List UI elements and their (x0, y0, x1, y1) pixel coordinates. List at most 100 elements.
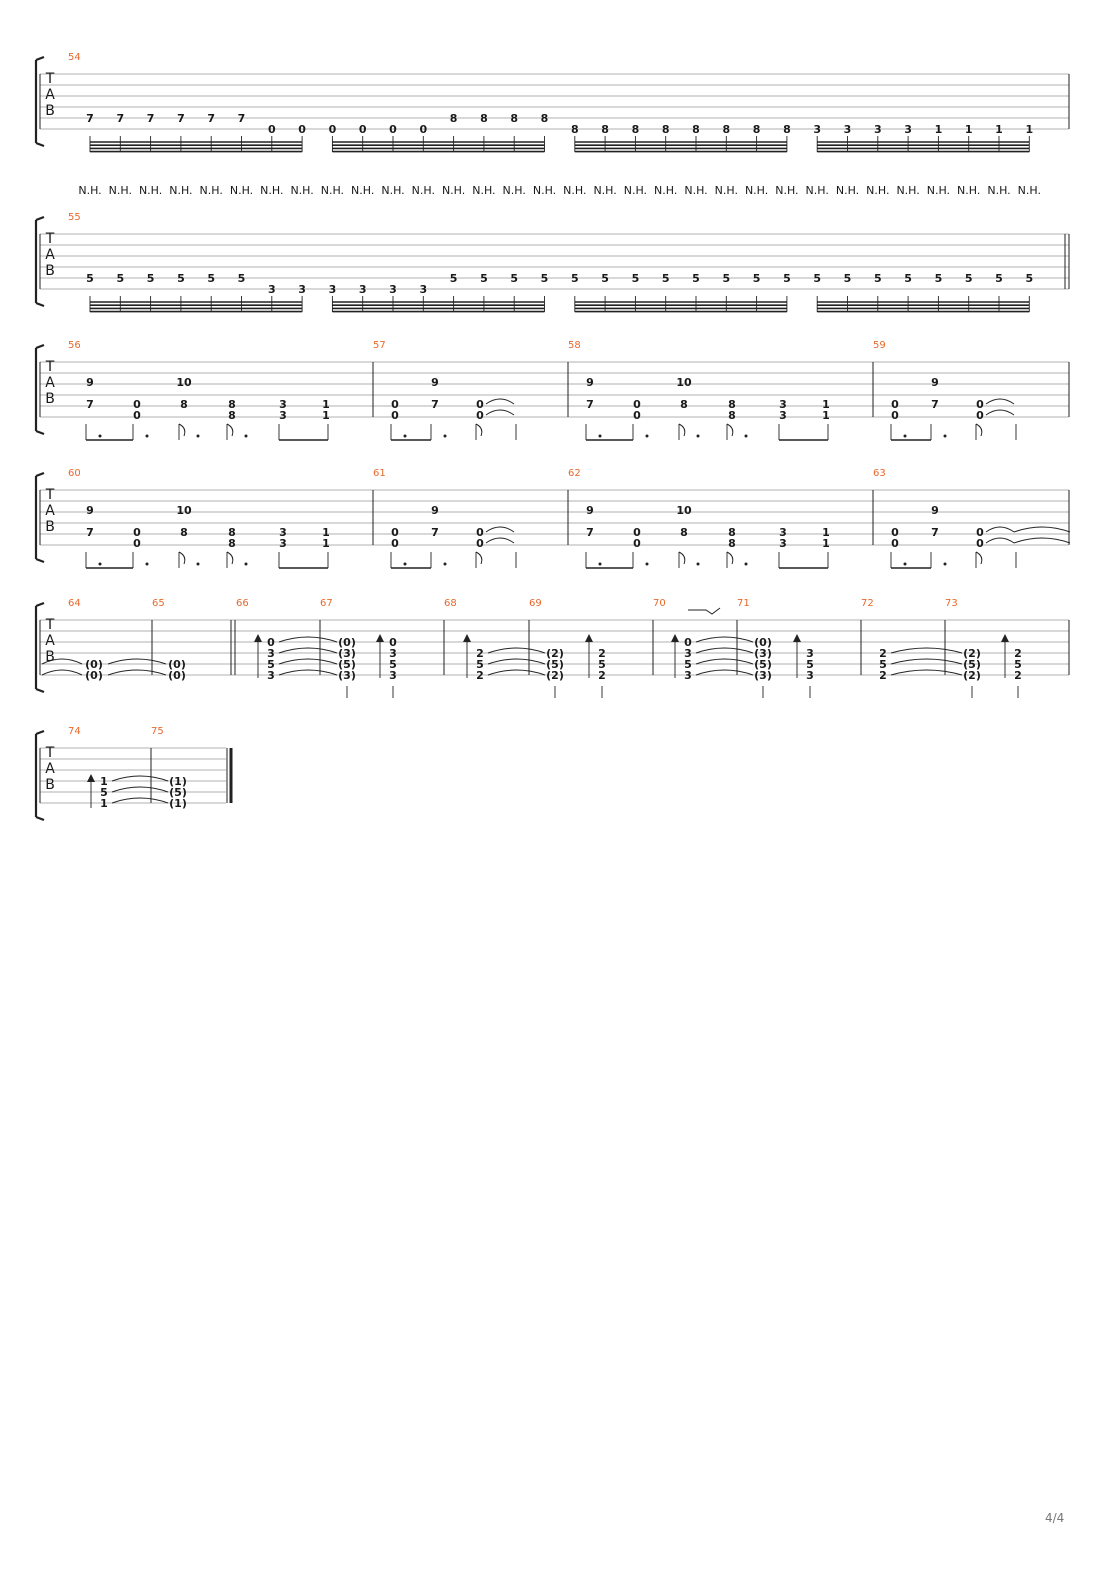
fret-number: 3 (779, 409, 787, 422)
fret-number: 3 (267, 647, 275, 660)
harmonic-label: N.H. (139, 184, 162, 197)
fret-number: (5) (754, 658, 772, 671)
measure-number: 75 (151, 726, 164, 737)
fret-number: 5 (783, 272, 791, 285)
fret-number: 3 (279, 409, 287, 422)
fret-number: 5 (598, 658, 606, 671)
flag (226, 551, 234, 565)
fret-number: (5) (546, 658, 564, 671)
fret-number: 2 (476, 669, 484, 682)
fret-number: 9 (431, 376, 439, 389)
fret-number: 3 (389, 647, 397, 660)
tab-clef-t: T (45, 745, 55, 761)
measure-number: 58 (568, 340, 581, 351)
fret-number: 7 (147, 112, 155, 125)
fret-number: 7 (238, 112, 246, 125)
fret-number: 7 (86, 526, 94, 539)
harmonic-label: N.H. (200, 184, 223, 197)
fret-number: 0 (633, 398, 641, 411)
fret-number: 3 (279, 398, 287, 411)
measure-number: 69 (529, 598, 542, 609)
measure-number: 70 (653, 598, 666, 609)
fret-number: 0 (976, 526, 984, 539)
fret-number: 2 (598, 669, 606, 682)
fret-number: 3 (813, 123, 821, 136)
measure-number: 61 (373, 468, 386, 479)
fret-number: 9 (586, 504, 594, 517)
fret-number: 2 (1014, 647, 1022, 660)
dot (696, 434, 700, 438)
fret-number: 8 (541, 112, 549, 125)
tab-clef-a: A (45, 761, 55, 777)
fret-number: 5 (684, 658, 692, 671)
fret-number: 0 (891, 409, 899, 422)
fret-number: 5 (806, 658, 814, 671)
fret-number: 3 (684, 647, 692, 660)
harmonic-label: N.H. (169, 184, 192, 197)
dot (403, 434, 407, 438)
harmonic-label: N.H. (381, 184, 404, 197)
fret-number: 0 (391, 409, 399, 422)
fret-number: 7 (431, 398, 439, 411)
tie (890, 647, 963, 654)
fret-number: 5 (662, 272, 670, 285)
fret-number: 3 (874, 123, 882, 136)
fret-number: (1) (169, 797, 187, 810)
strum-arrow (1001, 634, 1009, 642)
harmonic-label: N.H. (624, 184, 647, 197)
tie (41, 669, 83, 676)
dot (443, 434, 447, 438)
fret-number: 0 (476, 398, 484, 411)
dot (98, 434, 102, 438)
fret-number: 5 (389, 658, 397, 671)
flag (475, 551, 483, 565)
fret-number: 0 (267, 636, 275, 649)
tie (1013, 537, 1071, 544)
fret-number: 3 (779, 398, 787, 411)
fret-number: 9 (86, 376, 94, 389)
fret-number: 5 (1025, 272, 1033, 285)
fret-number: 3 (279, 526, 287, 539)
fret-number: (2) (546, 669, 564, 682)
tab-clef-b: B (45, 649, 55, 665)
fret-number: 3 (419, 283, 427, 296)
fret-number: 0 (391, 398, 399, 411)
fret-number: 0 (133, 526, 141, 539)
fret-number: (0) (754, 636, 772, 649)
dot (645, 562, 649, 566)
strum-arrow (463, 634, 471, 642)
harmonic-label: N.H. (321, 184, 344, 197)
flag (975, 551, 983, 565)
fret-number: 0 (133, 398, 141, 411)
dot (145, 434, 149, 438)
fret-number: 5 (571, 272, 579, 285)
fret-number: 0 (476, 537, 484, 550)
fret-number: 8 (680, 398, 688, 411)
tab-clef-b: B (45, 519, 55, 535)
fret-number: (3) (754, 647, 772, 660)
measure-number: 68 (444, 598, 457, 609)
fret-number: 0 (391, 526, 399, 539)
fret-number: 9 (86, 504, 94, 517)
harmonic-label: N.H. (684, 184, 707, 197)
tie (695, 669, 754, 676)
fret-number: 3 (268, 283, 276, 296)
fret-number: 3 (779, 526, 787, 539)
tie (985, 398, 1015, 405)
flag (975, 423, 983, 437)
fret-number: 7 (86, 398, 94, 411)
dot (403, 562, 407, 566)
fret-number: 5 (879, 658, 887, 671)
fret-number: 7 (586, 398, 594, 411)
fret-number: 0 (891, 526, 899, 539)
fret-number: 1 (322, 409, 330, 422)
tab-system-1: TAB547N.H.7N.H.7N.H.7N.H.7N.H.7N.H.0N.H.… (34, 52, 1070, 197)
fret-number: 7 (86, 112, 94, 125)
fret-number: 0 (391, 537, 399, 550)
dot (903, 434, 907, 438)
system-bracket (34, 55, 45, 148)
fret-number: 9 (931, 376, 939, 389)
tab-clef-t: T (45, 231, 55, 247)
fret-number: (5) (963, 658, 981, 671)
fret-number: 7 (931, 526, 939, 539)
